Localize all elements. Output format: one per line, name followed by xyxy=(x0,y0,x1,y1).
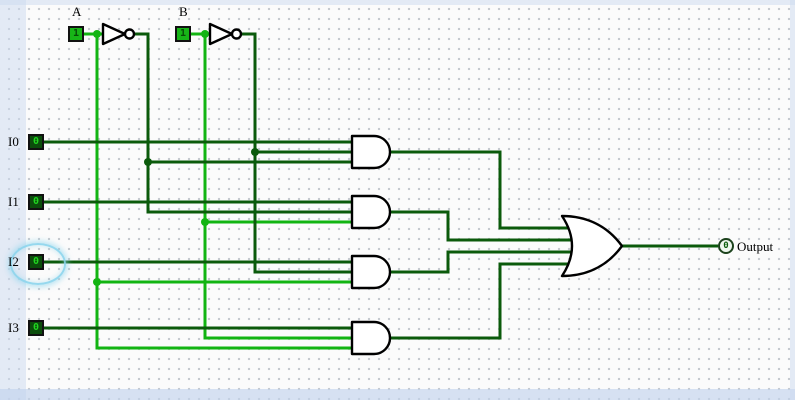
wire-b-vertical[interactable] xyxy=(203,34,352,340)
not-gate-b[interactable] xyxy=(208,22,243,46)
wire-nota-to-and2[interactable] xyxy=(134,32,352,214)
junction-dot xyxy=(201,218,209,226)
input-pin-i1[interactable]: 0 xyxy=(28,194,44,210)
pin-label-a: A xyxy=(72,4,82,19)
junction-dots xyxy=(93,30,259,286)
and-gate-1[interactable] xyxy=(350,134,392,170)
and-gate-2[interactable] xyxy=(350,194,392,230)
wire-and4-to-or[interactable] xyxy=(390,262,568,340)
pin-label-i3: I3 xyxy=(8,320,19,335)
junction-dot xyxy=(144,158,152,166)
output-pin[interactable]: 0 xyxy=(718,238,734,254)
input-pin-i3[interactable]: 0 xyxy=(28,320,44,336)
and-gate-3[interactable] xyxy=(350,254,392,290)
not-gate-a-triangle[interactable] xyxy=(101,22,127,46)
wire-a-vertical[interactable] xyxy=(95,34,352,350)
gates xyxy=(101,22,624,356)
not-gate-b-bubble[interactable] xyxy=(230,28,243,40)
wires-high xyxy=(84,32,352,350)
wire-and3-to-or[interactable] xyxy=(390,250,572,274)
input-pin-i2[interactable]: 0 xyxy=(28,254,44,270)
not-gate-a-bubble[interactable] xyxy=(123,28,136,40)
wire-and1-to-or[interactable] xyxy=(390,150,568,230)
or-gate[interactable] xyxy=(560,214,624,278)
input-pin-i0[interactable]: 0 xyxy=(28,134,44,150)
junction-dot xyxy=(93,30,101,38)
pin-label-b: B xyxy=(179,4,188,19)
wires-low xyxy=(44,32,718,340)
not-gate-a[interactable] xyxy=(101,22,136,46)
pin-label-i0: I0 xyxy=(8,134,19,149)
junction-dot xyxy=(251,148,259,156)
pin-label-i2: I2 xyxy=(8,254,19,269)
output-label: Output xyxy=(737,239,774,254)
junction-dot xyxy=(93,278,101,286)
input-pin-a[interactable]: 1 xyxy=(68,26,84,42)
wire-and2-to-or[interactable] xyxy=(390,210,572,242)
input-pin-b[interactable]: 1 xyxy=(175,26,191,42)
junction-dot xyxy=(201,30,209,38)
and-gate-4[interactable] xyxy=(350,320,392,356)
pin-label-i1: I1 xyxy=(8,194,19,209)
not-gate-b-triangle[interactable] xyxy=(208,22,234,46)
